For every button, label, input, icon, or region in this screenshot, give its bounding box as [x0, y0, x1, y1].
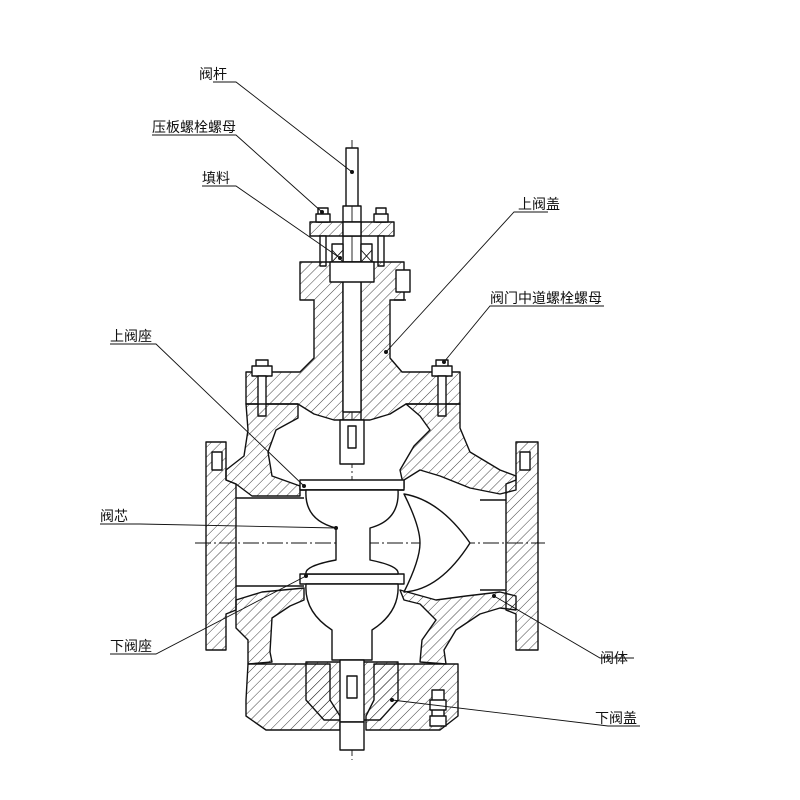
lower-bonnet	[305, 659, 399, 751]
leader-lines	[100, 81, 640, 727]
label-upper-seat: 上阀座	[110, 329, 152, 345]
gland-plate	[309, 221, 395, 237]
label-valve-body: 阀体	[600, 651, 628, 667]
label-upper-bonnet: 上阀盖	[518, 197, 560, 213]
gland-bolt-right	[373, 207, 389, 267]
label-valve-plug: 阀芯	[100, 509, 128, 525]
lower-bonnet-bolt	[429, 689, 447, 727]
label-lower-seat: 下阀座	[110, 639, 152, 655]
lower-seat	[299, 573, 405, 585]
valve-body	[205, 403, 539, 731]
gland-bolt-left	[315, 207, 331, 267]
upper-seat	[299, 479, 405, 491]
label-mid-flange-bolt-nut: 阀门中道螺栓螺母	[490, 291, 602, 307]
label-gland-bolt-nut: 压板螺栓螺母	[152, 120, 236, 136]
mid-flange-bolt-left	[251, 359, 273, 417]
upper-bonnet	[245, 261, 461, 421]
label-lower-bonnet: 下阀盖	[595, 711, 637, 727]
label-packing: 填料	[202, 171, 230, 187]
mid-flange-bolt-right	[431, 359, 453, 417]
label-valve-stem: 阀杆	[199, 67, 227, 83]
valve-plug	[305, 419, 471, 661]
